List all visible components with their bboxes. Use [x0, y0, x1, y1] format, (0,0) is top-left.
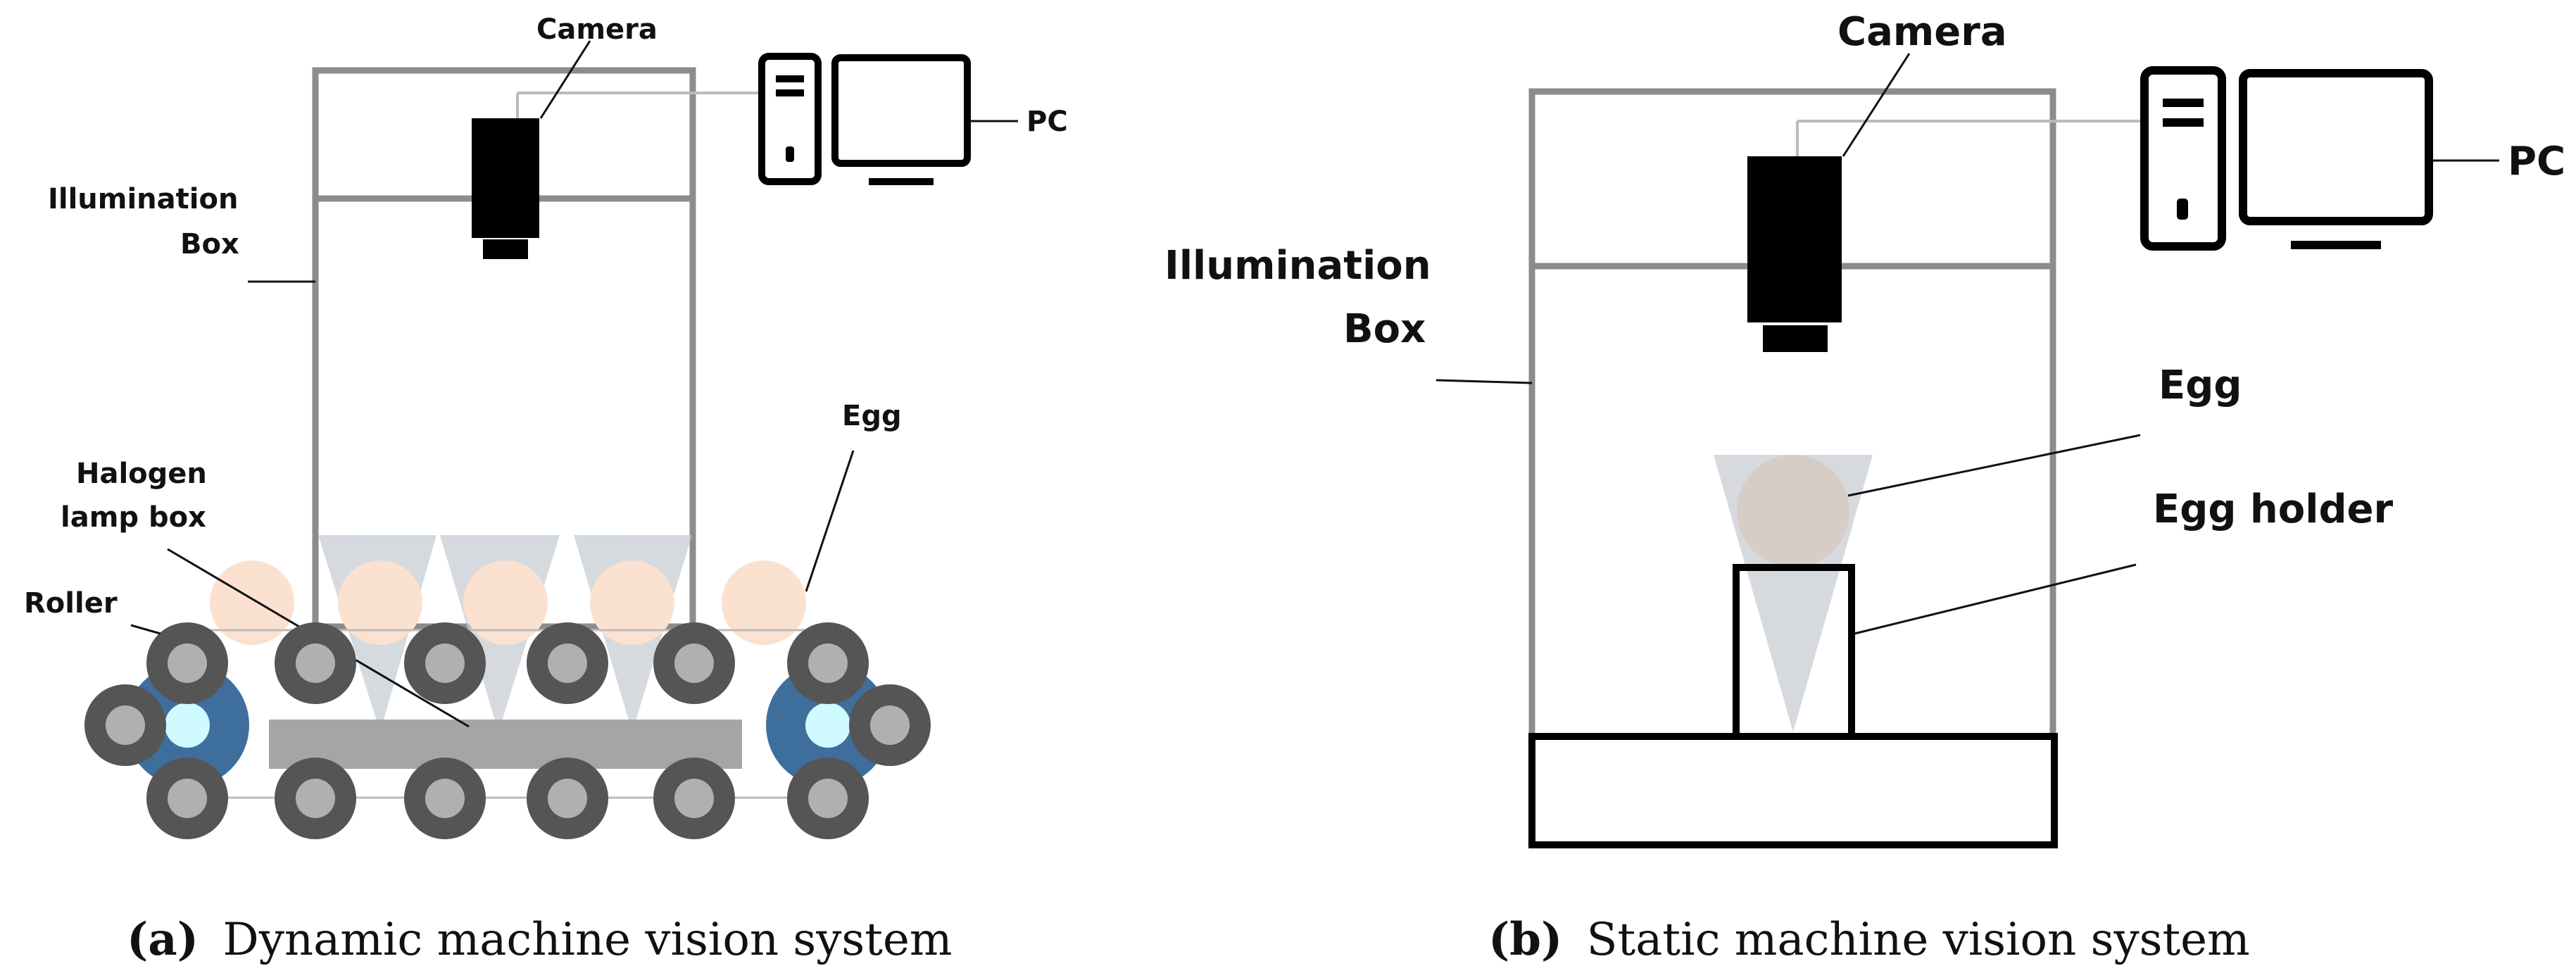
drive-hub-left	[165, 703, 210, 748]
illumination-label-line1: Illumination	[1164, 243, 1431, 289]
roller-hub	[808, 644, 848, 683]
camera-label: Camera	[1837, 9, 2007, 55]
egg	[722, 560, 806, 645]
roller-label: Roller	[24, 587, 118, 620]
caption-b-text: Static machine vision system	[1587, 914, 2250, 966]
camera-body	[1747, 156, 1842, 322]
egg	[590, 560, 674, 645]
caption-a-letter: (a)	[127, 913, 199, 966]
egg-label: Egg	[842, 400, 902, 432]
roller-hub	[168, 779, 207, 818]
egg-leader	[1847, 434, 2141, 497]
roller-hub	[168, 644, 207, 683]
roller-hub	[425, 644, 465, 683]
pc-icon	[758, 53, 971, 185]
pc-icon	[2140, 66, 2433, 251]
camera-lens	[483, 239, 528, 259]
pc-label: PC	[2508, 139, 2565, 184]
roller-hub	[106, 705, 145, 745]
camera-label: Camera	[536, 13, 658, 46]
camera-lens	[1763, 325, 1828, 352]
roller-hub	[870, 705, 910, 745]
illumination-label-line2: Box	[1343, 306, 1426, 352]
caption-b: (b) Static machine vision system	[1488, 913, 2250, 966]
egg-leader	[805, 450, 855, 592]
illumination-label-line1: Illumination	[48, 183, 238, 215]
panel-a-dynamic-system: Camera PC Illumination Box Halogen lamp …	[24, 13, 1068, 966]
egg	[338, 560, 422, 645]
egg-label: Egg	[2159, 363, 2242, 408]
caption-a-text: Dynamic machine vision system	[222, 914, 952, 966]
egg	[210, 560, 294, 645]
egg-holder-label: Egg holder	[2153, 486, 2394, 532]
illumination-label-line2: Box	[180, 228, 239, 260]
caption-a: (a) Dynamic machine vision system	[127, 913, 953, 966]
camera-leader	[1842, 53, 1911, 157]
egg	[463, 560, 548, 645]
roller-hub	[808, 779, 848, 818]
roller-leader	[130, 624, 161, 635]
base-platform	[1528, 733, 2058, 848]
drive-wheels	[125, 663, 890, 787]
camera-leader	[539, 40, 591, 119]
halogen-label-line2: lamp box	[61, 501, 206, 534]
illumination-leader	[1435, 379, 1533, 384]
roller-hub	[548, 779, 587, 818]
panel-b-static-system: Camera PC Illumination Box Egg Egg holde…	[1164, 9, 2565, 966]
caption-b-letter: (b)	[1488, 913, 1562, 966]
pc-label: PC	[1026, 106, 1068, 138]
drive-hub-right	[805, 703, 850, 748]
roller-hub	[674, 779, 714, 818]
roller-hub	[674, 644, 714, 683]
roller-hub	[296, 644, 335, 683]
roller-hub	[425, 779, 465, 818]
camera-body	[472, 118, 539, 238]
egg-holder-leader	[1854, 563, 2137, 635]
roller-hub	[548, 644, 587, 683]
egg	[1737, 455, 1849, 567]
roller-hub	[296, 779, 335, 818]
halogen-lamp-box	[269, 720, 742, 769]
halogen-label-line1: Halogen	[76, 458, 207, 490]
eggs-row	[210, 560, 806, 645]
rollers	[84, 622, 931, 839]
